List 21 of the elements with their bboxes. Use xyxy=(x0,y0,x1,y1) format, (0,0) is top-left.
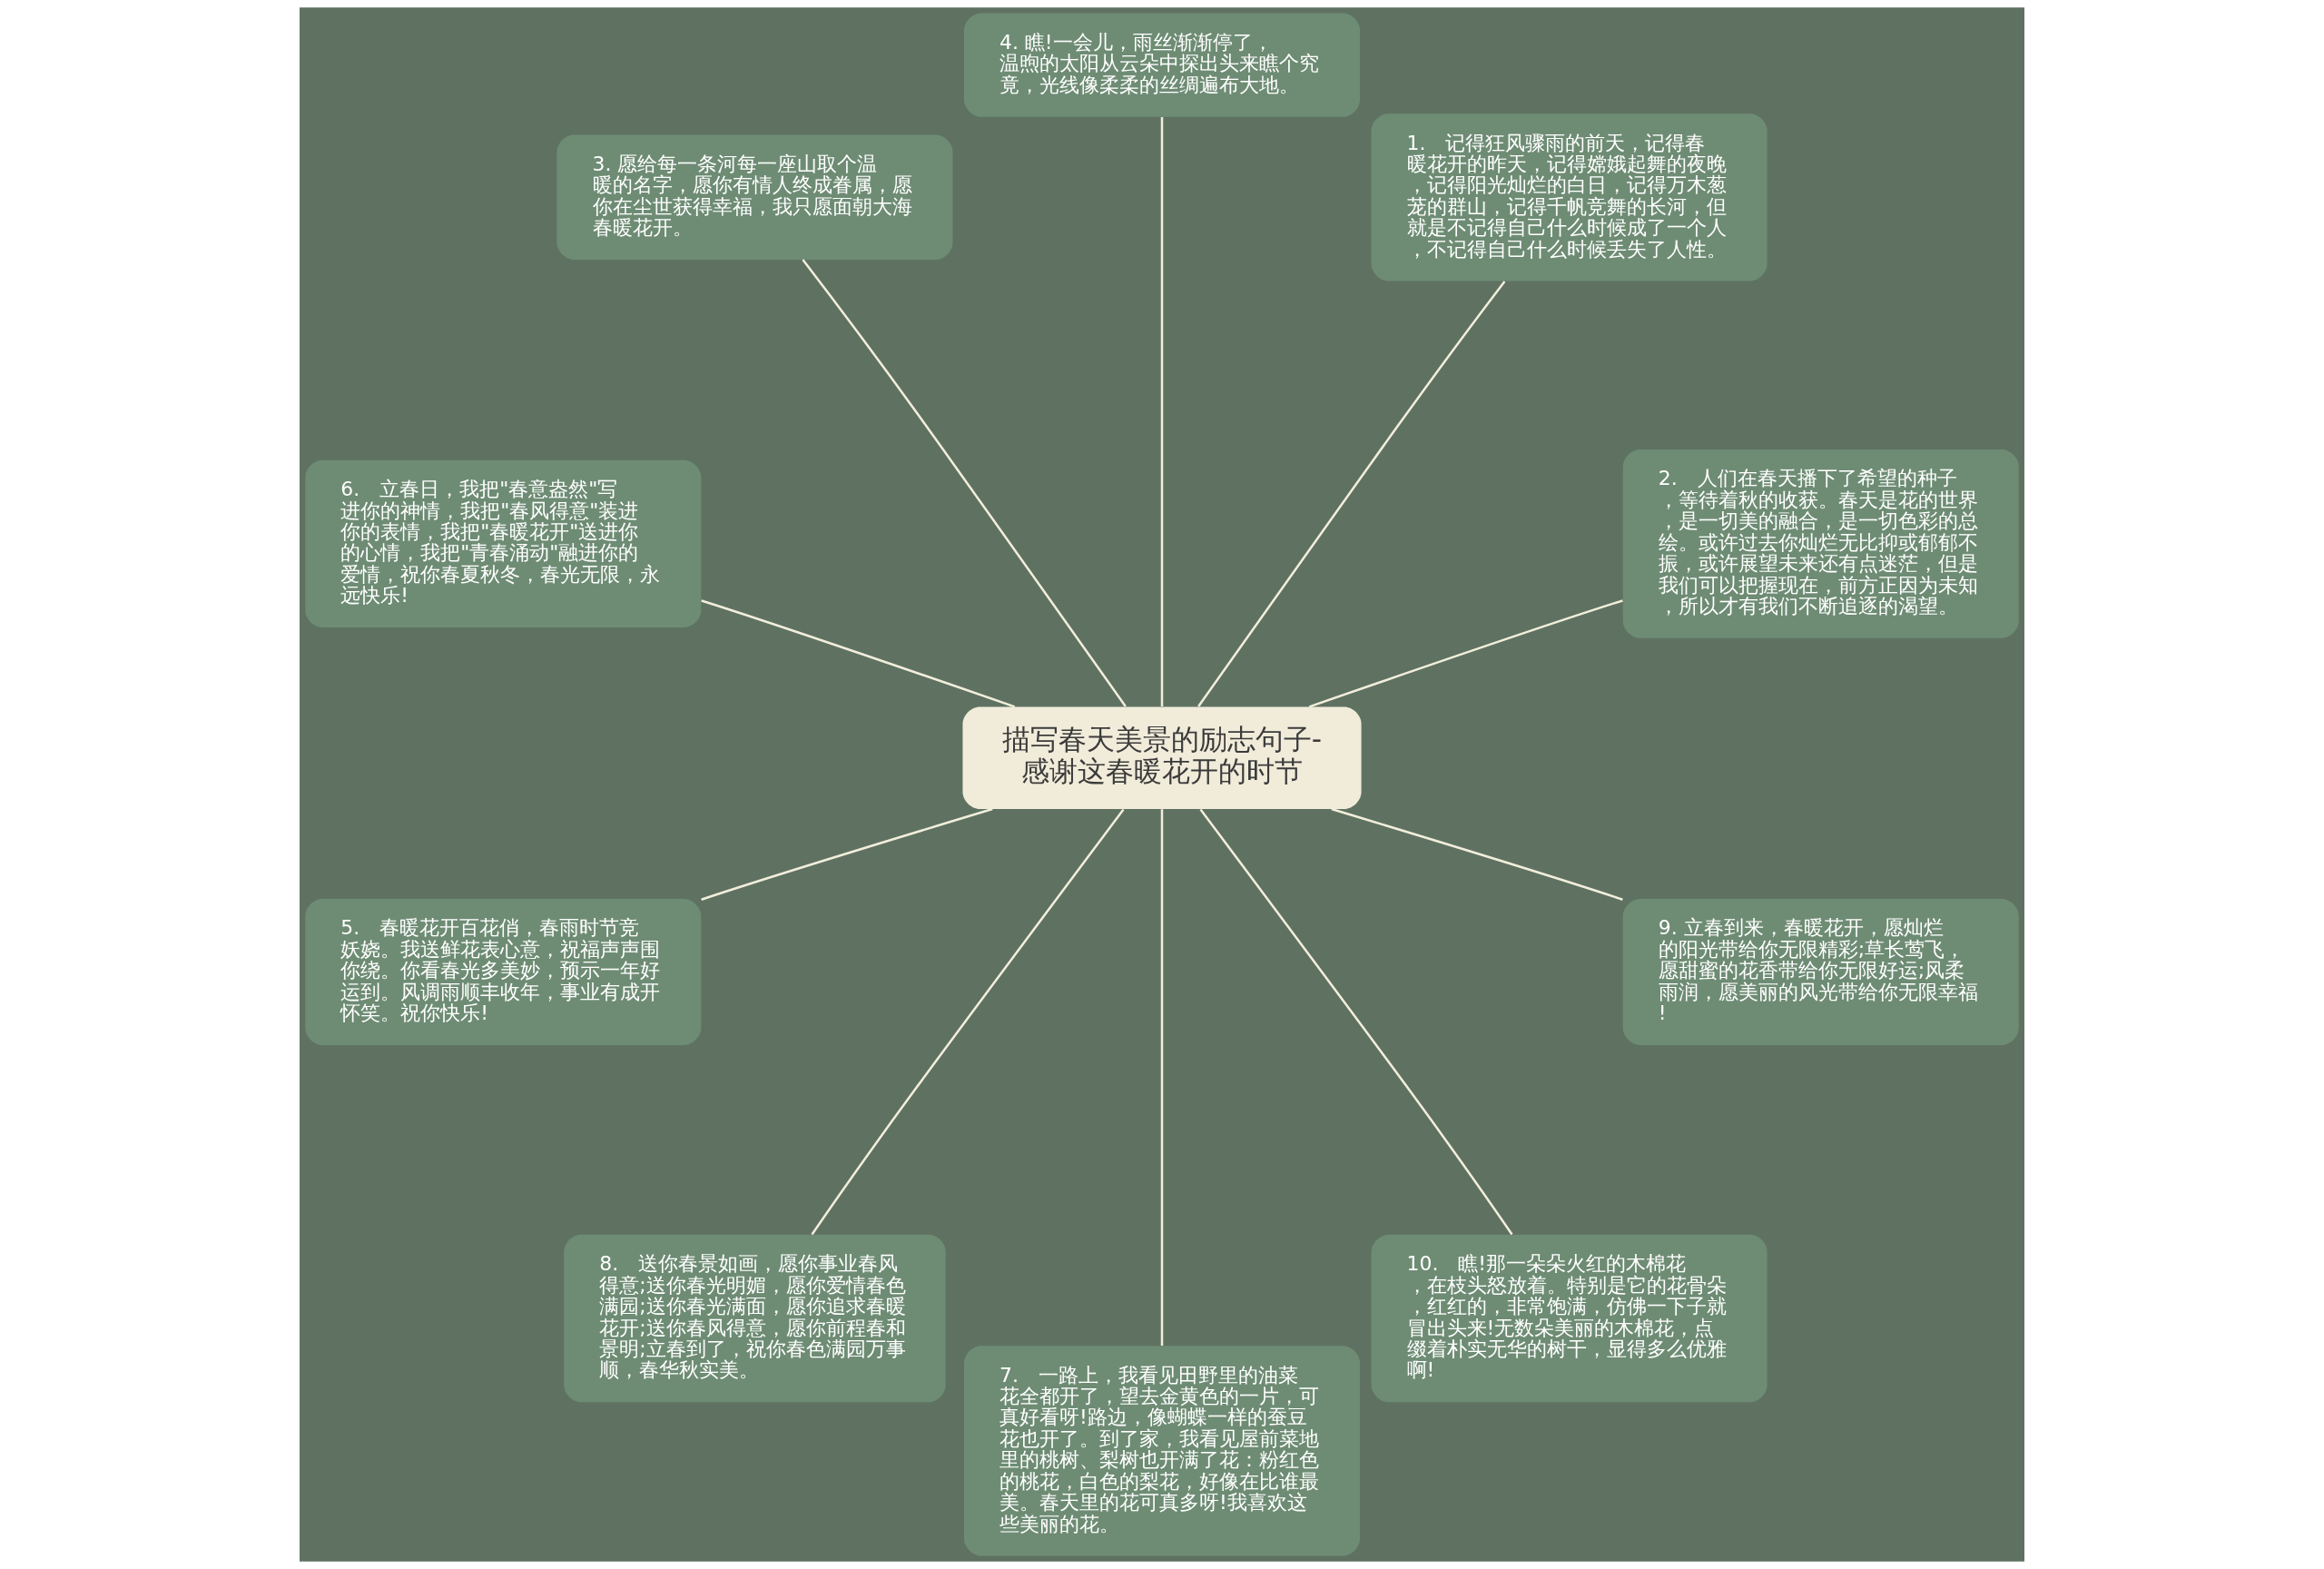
node-box: 4. 瞧!一会儿，雨丝渐渐停了，温煦的太阳从云朵中探出头来瞧个究竟，光线像柔柔的丝绸遍布大地。 xyxy=(964,13,1360,117)
node-box: 5. 春暖花开百花俏，春雨时节竞妖娆。我送鲜花表心意，祝福声声围你绕。你看春光多美妙，预示一年好运到。风调雨顺丰收年，事业有成开怀笑。祝你快乐! xyxy=(305,899,702,1045)
connector xyxy=(1308,599,1623,708)
node-box: 1. 记得狂风骤雨的前天，记得春暖花开的昨天，记得嫦娥起舞的夜晚，记得阳光灿烂的白日，记得万木葱茏的群山，记得千帆竞舞的长河，但就是不记得自己什么时候成了一个人，不记得自己什么时候丢失了人性。 xyxy=(1371,113,1768,281)
connector xyxy=(1331,807,1623,901)
node-box: 6. 立春日，我把"春意盎然"写进你的神情，我把"春风得意"装进你的表情，我把"春暖花开"送进你的心情，我把"青春涌动"融进你的爱情，祝你春夏秋冬，春光无限，永远快乐! xyxy=(305,459,702,628)
connector xyxy=(802,259,1127,707)
node-box: 10. 瞧!那一朵朵火红的木棉花，在枝头怒放着。特别是它的花骨朵，红红的，非常饱满，仿佛一下子就冒出头来!无数朵美丽的木棉花，点缀着朴实无华的树干，显得多么优雅啊! xyxy=(1371,1234,1768,1403)
connector xyxy=(811,808,1125,1236)
connector xyxy=(701,807,993,901)
node-box: 7. 一路上，我看见田野里的油菜花全都开了，望去金黄色的一片，可真好看呀!路边，像蝴蝶一样的蚕豆花也开了。到了家，我看见屋前菜地里的桃树、梨树也开满了花：粉红色的桃花，白色的梨花，好像在比谁最美。春天里的花可真多呀!我喜欢这些美丽的花。 xyxy=(964,1346,1360,1556)
connector xyxy=(1160,809,1164,1347)
connector xyxy=(1197,281,1506,707)
node-box: 描写春天美景的励志句子-感谢这春暖花开的时节 xyxy=(962,706,1362,809)
connector xyxy=(1160,117,1164,707)
node-box: 9. 立春到来，春暖花开，愿灿烂的阳光带给你无限精彩;草长莺飞，愿甜蜜的花香带给你无限好运;风柔雨润，愿美丽的风光带给你无限幸福! xyxy=(1622,899,2019,1045)
node-box: 3. 愿给每一条河每一座山取个温暖的名字，愿你有情人终成眷属，愿你在尘世获得幸福，我只愿面朝大海春暖花开。 xyxy=(556,134,953,261)
node-box: 8. 送你春景如画，愿你事业春风得意;送你春光明媚，愿你爱情春色满园;送你春光满面，愿你追求春暖花开;送你春风得意，愿你前程春和景明;立春到了，祝你春色满园万事顺，春华秋实美。 xyxy=(564,1234,946,1403)
connector xyxy=(701,599,1016,708)
connector xyxy=(1199,808,1513,1236)
node-box: 2. 人们在春天播下了希望的种子，等待着秋的收获。春天是花的世界，是一切美的融合，是一切色彩的总绘。或许过去你灿烂无比抑或郁郁不振，或许展望未来还有点迷茫，但是我们可以把握现在，前方正因为未知，所以才有我们不断追逐的渴望。 xyxy=(1622,449,2019,638)
